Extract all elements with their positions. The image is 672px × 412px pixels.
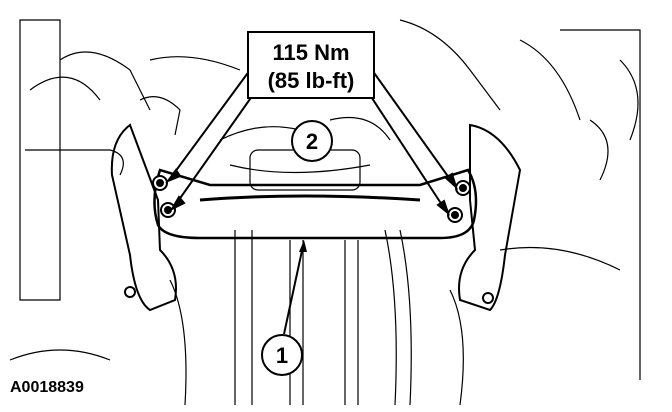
bolt-rear-left <box>160 202 176 218</box>
bolt-rear-right <box>447 207 463 223</box>
torque-metric: 115 Nm <box>272 40 349 65</box>
torque-imperial: (85 lb-ft) <box>268 68 355 93</box>
callout-1-label: 1 <box>276 343 288 368</box>
subframe-crossmember <box>153 168 478 240</box>
callout-2-label: 2 <box>306 129 318 154</box>
callout-1: 1 <box>261 240 307 376</box>
right-subframe-bracket <box>458 123 522 312</box>
left-subframe-bracket <box>110 123 177 312</box>
torque-spec-box: 115 Nm (85 lb-ft) <box>247 31 375 99</box>
bolt-front-right <box>455 180 471 196</box>
callout-2: 2 <box>291 120 333 162</box>
background-components <box>9 19 641 406</box>
figure-id: A0018839 <box>10 379 84 396</box>
bolt-front-left <box>152 175 168 191</box>
torque-leader-arrows <box>165 69 459 216</box>
